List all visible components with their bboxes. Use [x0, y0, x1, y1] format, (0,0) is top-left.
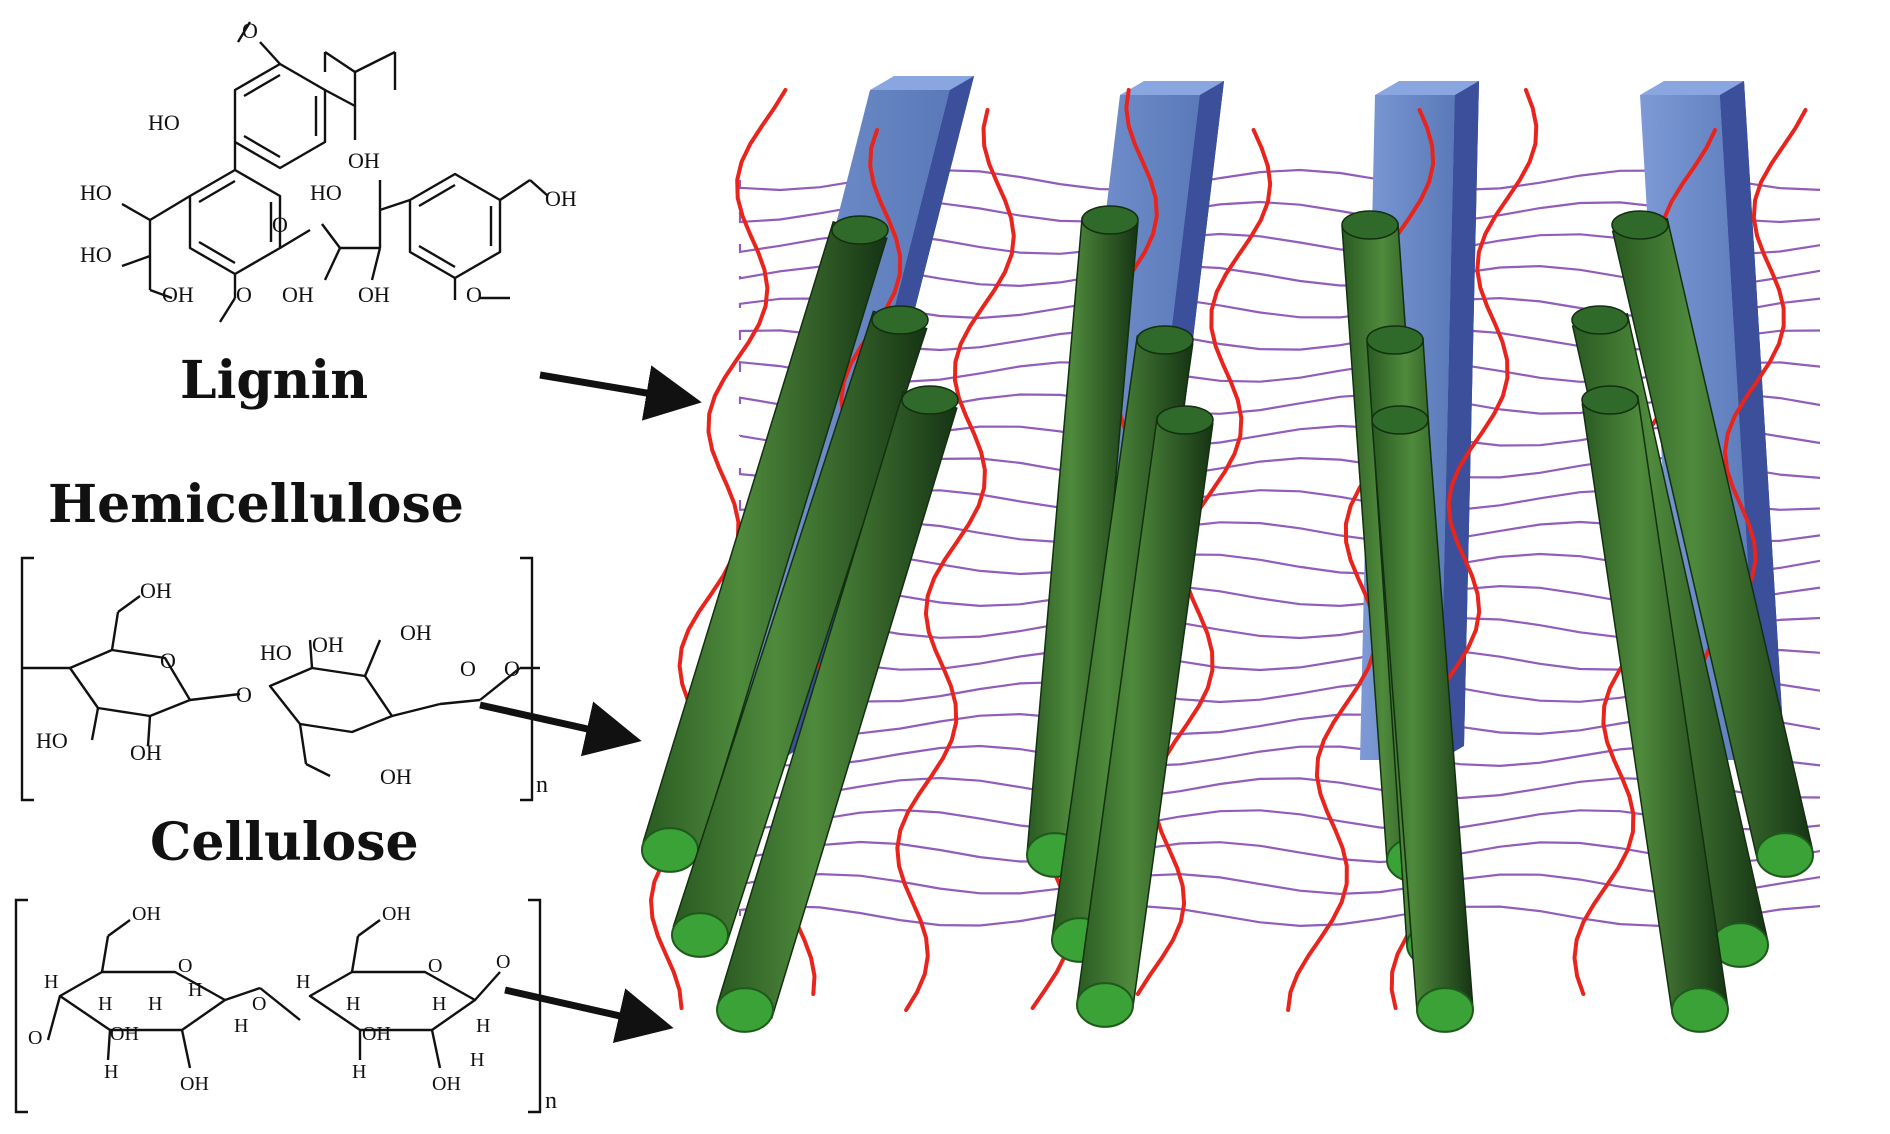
cellulose-fibril-end [1076, 982, 1134, 1028]
hemi-atom-label: O [460, 656, 476, 681]
cellulose-fibril-top [1081, 205, 1139, 235]
cellulose-fibril-top [1571, 305, 1629, 335]
cell-atom-label: H [104, 1061, 118, 1083]
cellulose-fibril-end [716, 987, 774, 1033]
lignin-atom-label: HO [148, 110, 180, 135]
cell-atom-label: H [44, 971, 58, 993]
hemicellulose-label: Hemicellulose [48, 474, 464, 535]
cellulose-fibril-top [901, 385, 959, 415]
cell-atom-label: H [432, 993, 446, 1015]
lignin-atom-label: HO [80, 242, 112, 267]
cell-atom-label: O [496, 951, 510, 973]
lignin-atom-label: HO [80, 180, 112, 205]
hemi-atom-label: OH [380, 764, 412, 789]
hemi-atom-label: OH [312, 632, 344, 657]
lignin-atom-label: OH [162, 282, 194, 307]
lignin-structure [121, 21, 549, 323]
cell-atom-label: O [28, 1027, 42, 1049]
cellulose-structure [14, 898, 542, 1114]
cellulose-fibril-top [1611, 210, 1669, 240]
microfibril-bundle-edge [1440, 81, 1479, 760]
hemicellulose-structure [20, 556, 540, 802]
lignin-atom-label: HO [310, 180, 342, 205]
cell-atom-label: H [98, 993, 112, 1015]
hemi-atom-label: HO [36, 728, 68, 753]
cell-atom-label: H [148, 993, 162, 1015]
microfibril-bundle-top [870, 76, 974, 90]
cell-atom-label: O [178, 955, 192, 977]
hemicellulose-arrow [479, 701, 642, 757]
cellulose-fibril-end [1416, 987, 1474, 1033]
lignin-atom-label: O [242, 18, 258, 43]
microfibril-bundle-edge [1720, 81, 1784, 760]
cellulose-fibril-top [871, 305, 929, 335]
cellulose-fibrils [641, 205, 1814, 1033]
cellulose-label: Cellulose [150, 812, 419, 873]
cell-atom-label: O [428, 955, 442, 977]
cell-atom-label: O [252, 993, 266, 1015]
cell-atom-label: OH [110, 1023, 139, 1045]
lignin-atom-label: OH [545, 186, 577, 211]
cellulose-fibril-top [831, 215, 889, 245]
lignin-atom-label: O [466, 282, 482, 307]
hemicellulose-atom-labels: OH O HO OH O O O HO OH OH OH n [36, 578, 548, 798]
cell-atom-label: H [296, 971, 310, 993]
lignin-atom-label: O [272, 212, 288, 237]
lignin-atom-label: O [236, 282, 252, 307]
hemi-atom-label: OH [130, 740, 162, 765]
microfibril-bundle-top [1640, 81, 1744, 95]
lignin-atom-label: OH [348, 148, 380, 173]
cell-atom-label: OH [180, 1073, 209, 1095]
hemi-atom-label: O [236, 682, 252, 707]
cellulose-fibril-top [1371, 405, 1429, 435]
microfibril-bundle-top [1375, 81, 1479, 95]
lignin-strand [895, 108, 1016, 1012]
cellulose-fibril-top [1136, 325, 1194, 355]
lignin-label: Lignin [180, 350, 368, 411]
cell-atom-label: H [234, 1015, 248, 1037]
cell-atom-label: OH [432, 1073, 461, 1095]
hemi-atom-label: OH [400, 620, 432, 645]
microfibril-bundle-top [1120, 81, 1224, 95]
cellulose-arrow [504, 986, 674, 1044]
lignin-atom-label: OH [282, 282, 314, 307]
lignin-atom-labels: O HO OH HO O HO OH HO OH OH O O OH [80, 18, 577, 307]
hemi-atom-label: O [160, 648, 176, 673]
cell-atom-label: OH [382, 903, 411, 925]
cellulose-fibril-end [641, 827, 699, 873]
hemicellulose-strand [738, 872, 1821, 896]
cellulose-fibril-top [1366, 325, 1424, 355]
cellulose-fibril-top [1341, 210, 1399, 240]
cell-atom-label: H [188, 979, 202, 1001]
hemi-atom-label: OH [140, 578, 172, 603]
cell-atom-label: H [476, 1015, 490, 1037]
hemicellulose-strand [738, 776, 1821, 800]
lignin-atom-label: OH [358, 282, 390, 307]
cell-atom-label: H [346, 993, 360, 1015]
cell-atom-label: OH [362, 1023, 391, 1045]
hemi-atom-label: O [504, 656, 520, 681]
cellulose-atom-labels: OH O OH O O O O H H H H H H H H H H H H … [28, 903, 557, 1114]
cellulose-fibril-top [1156, 405, 1214, 435]
cell-atom-label: OH [132, 903, 161, 925]
hemi-atom-label: HO [260, 640, 292, 665]
hemicellulose-strand [738, 904, 1821, 928]
cell-repeat-n: n [545, 1088, 557, 1114]
hemi-repeat-n: n [536, 772, 548, 798]
cellulose-fibril-end [671, 912, 729, 958]
hemicellulose-strand [738, 840, 1821, 864]
cellulose-fibril-top [1581, 385, 1639, 415]
cell-wall-illustration [641, 76, 1821, 1033]
cell-atom-label: H [352, 1061, 366, 1083]
cellulose-fibril-end [1671, 987, 1729, 1033]
cell-atom-label: H [470, 1049, 484, 1071]
lignin-arrow [539, 365, 702, 421]
cellulose-fibril-end [1756, 832, 1814, 878]
